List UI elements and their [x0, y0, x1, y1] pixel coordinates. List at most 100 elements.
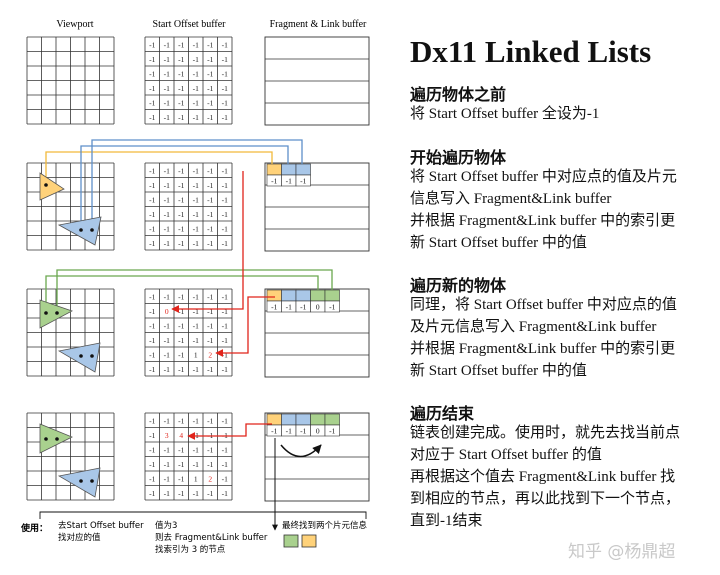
offset-cell: -1 — [164, 321, 170, 330]
offset-cell: -1 — [164, 195, 170, 204]
offset-cell: -1 — [193, 336, 199, 345]
offset-cell: -1 — [193, 321, 199, 330]
section-new-object-line-4: 新 Start Offset buffer 中的值 — [410, 363, 587, 379]
offset-cell: -1 — [149, 166, 155, 175]
offset-cell: -1 — [178, 181, 184, 190]
offset-cell: -1 — [178, 416, 184, 425]
green-fragment-connector-b — [56, 269, 333, 313]
fragment-link-buffer-2: -1-1-1 — [264, 162, 370, 252]
offset-cell: -1 — [207, 40, 213, 49]
usage-label: 使用： — [20, 522, 48, 534]
usage-note-3: 最终找到两个片元信息 — [282, 520, 368, 531]
triangle-shape — [39, 172, 65, 201]
watermark: 知乎 @杨鼎超 — [568, 542, 676, 562]
offset-cell: -1 — [207, 113, 213, 122]
fragment-node — [295, 413, 311, 426]
triangle-shape — [57, 342, 101, 373]
section-new-object-line-3: 并根据 Fragment&Link buffer 中的索引更 — [410, 341, 676, 357]
pixel-dot — [90, 354, 94, 358]
offset-cell: -1 — [222, 40, 228, 49]
section-end-line-1: 链表创建完成。使用时，就先去找当前点 — [410, 425, 681, 441]
offset-cell: -1 — [164, 292, 170, 301]
blue-triangle-stage-2 — [57, 216, 102, 246]
offset-cell: -1 — [164, 210, 170, 219]
offset-cell: -1 — [193, 69, 199, 78]
section-end-line-3: 再根据这个值去 Fragment&Link buffer 找 — [410, 469, 676, 485]
offset-cell: -1 — [207, 55, 213, 64]
offset-cell: -1 — [207, 69, 213, 78]
section-end-title: 遍历结束 — [410, 404, 475, 423]
offset-cell: -1 — [222, 460, 228, 469]
offset-cell: -1 — [149, 40, 155, 49]
offset-cell: -1 — [207, 239, 213, 248]
offset-cell: -1 — [207, 292, 213, 301]
offset-cell: -1 — [222, 166, 228, 175]
offset-cell: -1 — [149, 210, 155, 219]
offset-cell: -1 — [149, 336, 155, 345]
offset-cell: -1 — [222, 210, 228, 219]
link-value: -1 — [300, 303, 306, 312]
usage-note-2-line-2: 则去 Fragment&Link buffer — [155, 532, 268, 543]
red-index-arrow-stage-4 — [187, 423, 272, 440]
section-start-line-3: 并根据 Fragment&Link buffer 中的索引更 — [410, 213, 676, 229]
offset-cell: -1 — [207, 321, 213, 330]
blue-fragment-connector-a — [80, 145, 289, 230]
offset-cell: -1 — [178, 224, 184, 233]
node-traversal-arc — [280, 444, 322, 458]
triangles — [39, 172, 102, 498]
offset-cell: -1 — [222, 307, 228, 316]
link-node — [295, 174, 311, 187]
offset-cell: -1 — [149, 69, 155, 78]
fragment-link-column-label: Fragment & Link buffer — [270, 19, 367, 30]
offset-cell: 0 — [165, 307, 169, 316]
link-value: -1 — [271, 427, 277, 436]
offset-cell: -1 — [149, 350, 155, 359]
green-triangle-stage-3 — [39, 299, 74, 329]
page-title: Dx11 Linked Lists — [410, 34, 652, 69]
start-offset-grid-2: -1-1-1-1-1-1-1-1-1-1-1-1-1-1-1-1-1-1-1-1… — [144, 162, 233, 251]
offset-cell: -1 — [222, 113, 228, 122]
offset-cell: -1 — [164, 55, 170, 64]
start-offset-column-label: Start Offset buffer — [153, 19, 227, 30]
pixel-dot — [90, 228, 94, 232]
fragment-node — [324, 289, 340, 302]
offset-cell: -1 — [149, 224, 155, 233]
offset-cell: -1 — [193, 460, 199, 469]
offset-cell: -1 — [149, 98, 155, 107]
triangle-shape — [57, 467, 101, 498]
link-value: -1 — [329, 427, 335, 436]
offset-cell: -1 — [222, 69, 228, 78]
section-end-line-2: 对应于 Start Offset buffer 的值 — [410, 447, 602, 463]
offset-cell: -1 — [149, 416, 155, 425]
offset-cell: -1 — [193, 84, 199, 93]
offset-cell: -1 — [178, 336, 184, 345]
offset-cell: -1 — [193, 113, 199, 122]
offset-cell: -1 — [193, 224, 199, 233]
offset-cell: -1 — [222, 224, 228, 233]
offset-cell: -1 — [222, 489, 228, 498]
blue-fragment-connector-b — [91, 139, 303, 230]
offset-cell: -1 — [193, 40, 199, 49]
offset-cell: -1 — [207, 365, 213, 374]
viewport-column-label: Viewport — [56, 19, 93, 30]
link-value: -1 — [286, 303, 292, 312]
offset-cell: -1 — [164, 40, 170, 49]
offset-cell: -1 — [207, 210, 213, 219]
offset-cell: -1 — [193, 98, 199, 107]
offset-cell: -1 — [164, 166, 170, 175]
link-value: -1 — [300, 427, 306, 436]
section-end-line-5: 直到-1结束 — [410, 513, 483, 529]
offset-cell: -1 — [222, 431, 228, 440]
link-value: -1 — [300, 177, 306, 186]
offset-cell: -1 — [149, 365, 155, 374]
offset-cell: 2 — [208, 350, 212, 359]
fragment-node — [310, 413, 326, 426]
offset-cell: -1 — [207, 336, 213, 345]
green-fragment-connector-a — [45, 275, 319, 313]
pixel-dot — [55, 311, 59, 315]
pixel-dot — [44, 437, 48, 441]
pixel-dot — [79, 354, 83, 358]
offset-cell: -1 — [178, 84, 184, 93]
